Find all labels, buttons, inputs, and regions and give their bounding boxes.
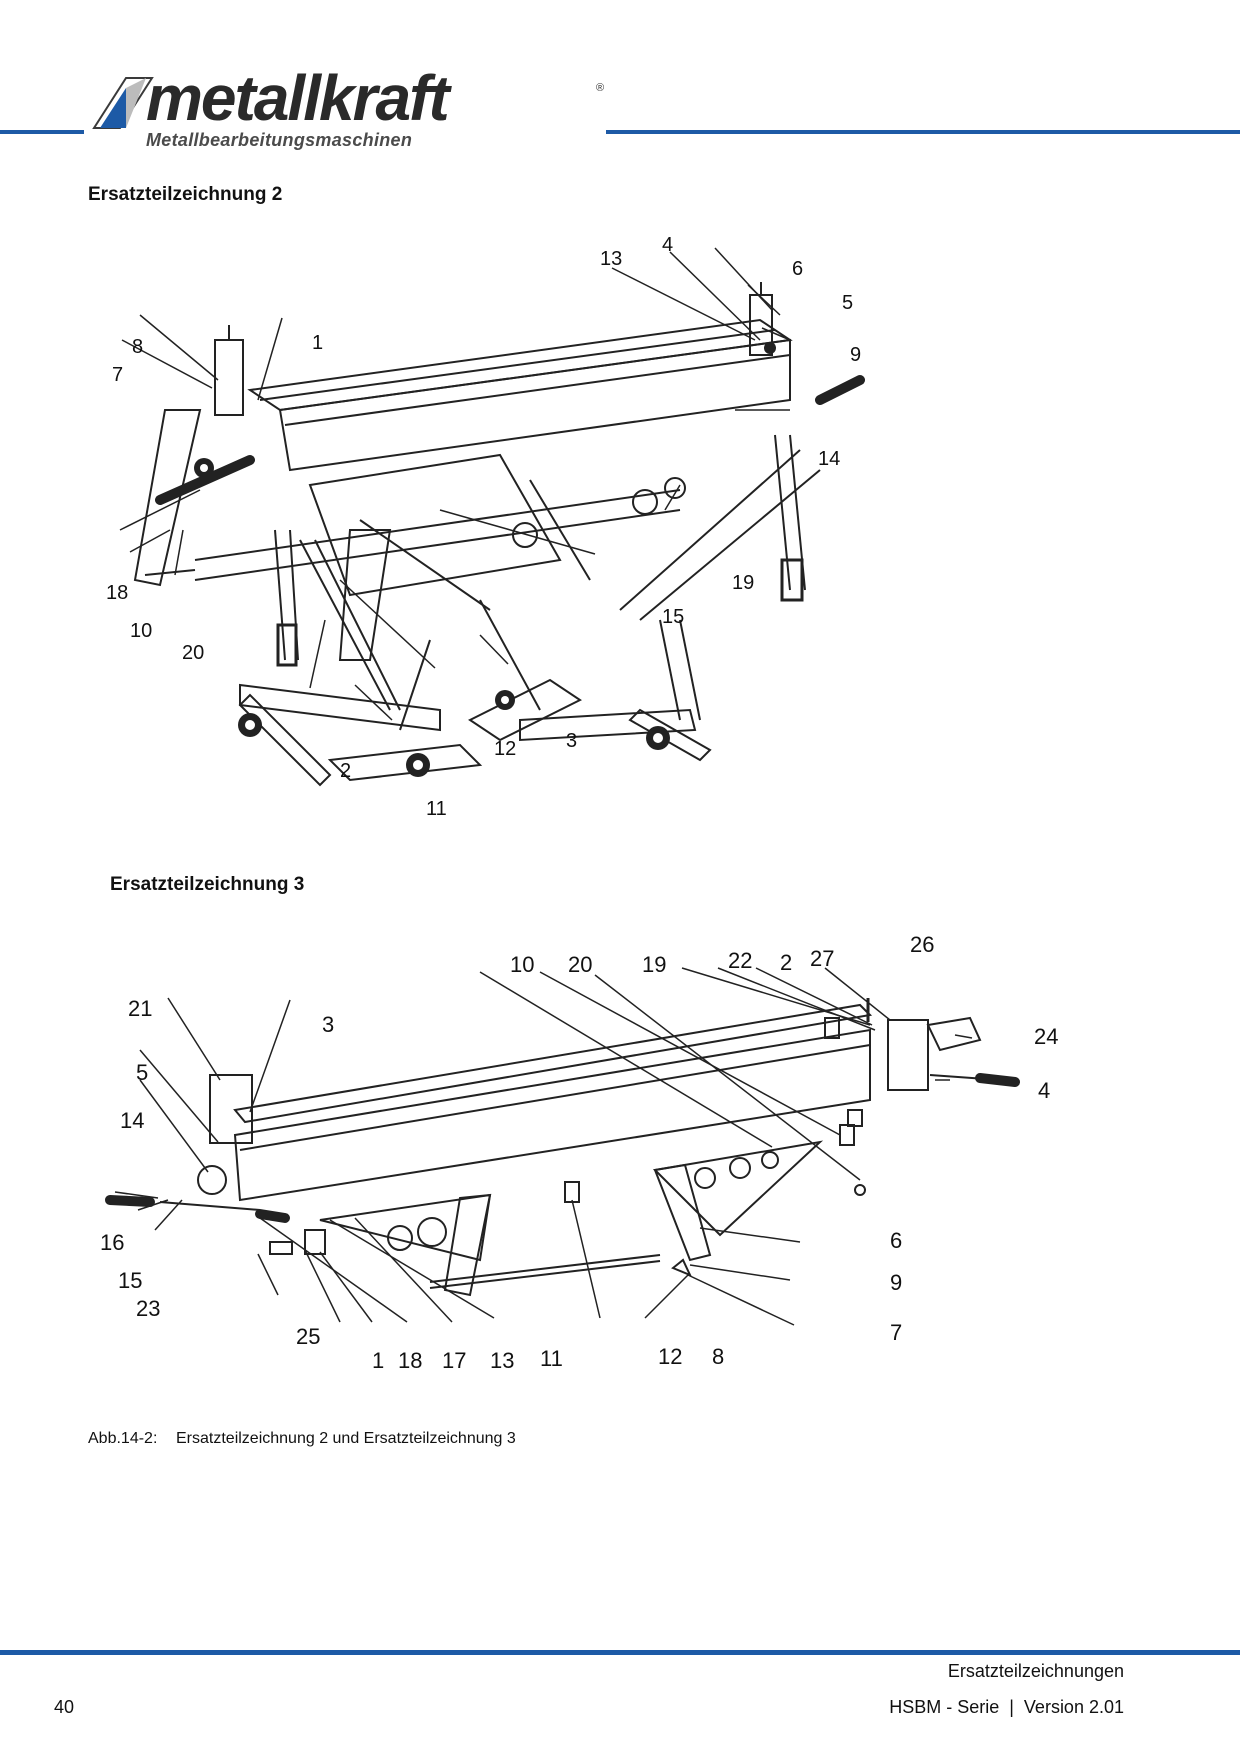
callout-19: 19: [642, 952, 667, 977]
callout-20: 20: [182, 642, 205, 664]
registered-mark: ®: [596, 82, 605, 94]
callout-22: 22: [728, 948, 753, 973]
logo-mark-icon: [92, 77, 154, 129]
header-rule-right: [606, 130, 1240, 134]
callout-18: 18: [398, 1348, 423, 1373]
callout-24: 24: [1034, 1024, 1059, 1049]
callout-2: 2: [780, 950, 793, 975]
callout-15: 15: [118, 1268, 143, 1293]
callout-6: 6: [890, 1228, 903, 1253]
drawing3-title: Ersatzteilzeichnung 3: [110, 874, 305, 895]
callout-6: 6: [792, 258, 804, 280]
footer-series-version: HSBM - Serie | Version 2.01: [889, 1697, 1124, 1717]
callout-2: 2: [340, 760, 352, 782]
drawing2-title: Ersatzteilzeichnung 2: [88, 184, 283, 205]
callout-13: 13: [490, 1348, 515, 1373]
callout-18: 18: [106, 582, 129, 604]
callout-11: 11: [540, 1346, 563, 1371]
callout-16: 16: [100, 1230, 125, 1255]
callout-8: 8: [712, 1344, 725, 1369]
callout-8: 8: [132, 336, 144, 358]
figure-caption: Abb.14-2: Ersatzteilzeichnung 2 und Ersat…: [88, 1430, 516, 1448]
figure-caption-text: Ersatzteilzeichnung 2 und Ersatzteilzeic…: [176, 1430, 516, 1447]
callout-27: 27: [810, 946, 835, 971]
callout-21: 21: [128, 996, 153, 1021]
callout-10: 10: [510, 952, 535, 977]
callout-23: 23: [136, 1296, 161, 1321]
callout-11: 11: [426, 798, 447, 820]
callout-14: 14: [120, 1108, 145, 1133]
callout-15: 15: [662, 606, 685, 628]
figure-number: Abb.14-2:: [88, 1430, 158, 1447]
header-rule-left: [0, 130, 84, 134]
callout-19: 19: [732, 572, 755, 594]
callout-7: 7: [890, 1320, 903, 1345]
drawing3-illustration: [105, 967, 1020, 1326]
callout-3: 3: [322, 1012, 335, 1037]
callout-20: 20: [568, 952, 593, 977]
callout-5: 5: [842, 292, 854, 314]
footer-section: Ersatzteilzeichnungen: [947, 1661, 1124, 1681]
brand-wordmark: metallkraft: [146, 62, 450, 134]
drawing2-callouts: 13 4 6 5 9 8 1 7 14 18 19 10 15 20 12 3 …: [100, 234, 880, 830]
callout-1: 1: [372, 1348, 385, 1373]
drawing3-callouts: 10 20 19 22 2 27 26 21 3 24 5 4 14 6 16 …: [100, 930, 1100, 1390]
brand-logo: metallkraft ® Metallbearbeitungsmaschine…: [86, 62, 626, 158]
callout-9: 9: [850, 344, 862, 366]
brand-tagline: Metallbearbeitungsmaschinen: [146, 130, 413, 150]
callout-4: 4: [1038, 1078, 1051, 1103]
callout-7: 7: [112, 364, 124, 386]
callout-9: 9: [890, 1270, 903, 1295]
callout-3: 3: [566, 730, 578, 752]
callout-12: 12: [658, 1344, 683, 1369]
callout-1: 1: [312, 332, 324, 354]
page-number: 40: [54, 1697, 75, 1717]
callout-12: 12: [494, 738, 517, 760]
callout-13: 13: [600, 248, 623, 270]
drawing2-illustration: [119, 247, 865, 787]
callout-25: 25: [296, 1324, 321, 1349]
footer-rule: [0, 1650, 1240, 1655]
callout-10: 10: [130, 620, 153, 642]
callout-14: 14: [818, 448, 841, 470]
callout-4: 4: [662, 234, 674, 256]
callout-26: 26: [910, 932, 935, 957]
callout-5: 5: [136, 1060, 149, 1085]
callout-17: 17: [442, 1348, 467, 1373]
